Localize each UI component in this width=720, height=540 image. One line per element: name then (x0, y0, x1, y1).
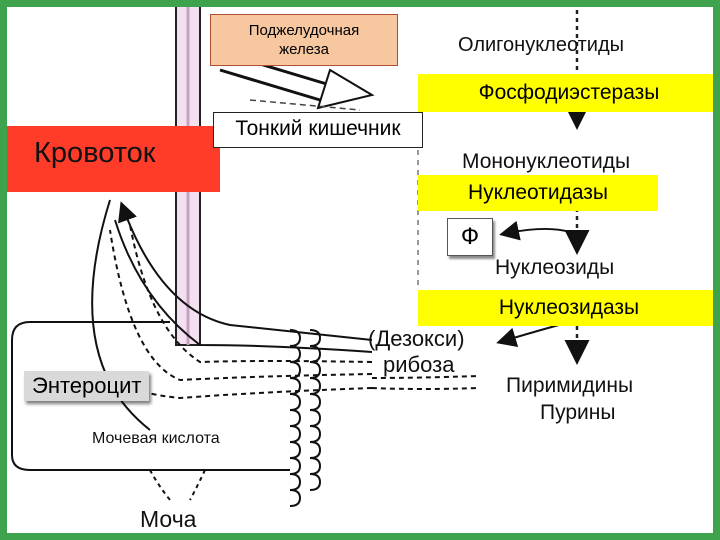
nucleotidases-label: Нуклеотидазы (467, 181, 608, 204)
microvilli (289, 329, 302, 507)
purines-label: Пурины (540, 401, 616, 424)
phosphate-label: Ф (460, 223, 480, 250)
urine-label: Моча (140, 506, 197, 532)
phosphate-box: Ф (447, 218, 493, 256)
nucleosides-label: Нуклеозиды (495, 256, 615, 279)
nucleotidases-box: Нуклеотидазы (418, 175, 658, 211)
mononucleotides-label: Мононуклеотиды (462, 150, 631, 173)
nucleosidases-label: Нуклеозидазы (498, 296, 640, 319)
phosphodiesterases-box: Фосфодиэстеразы (418, 74, 720, 112)
nucleosidases-box: Нуклеозидазы (418, 290, 720, 326)
bloodstream-label: Кровоток (34, 137, 156, 169)
pyrimidines-label: Пиримидины (506, 374, 634, 397)
oligonucleotides-label: Олигонуклеотиды (458, 34, 625, 56)
deoxyribose-label-1: (Дезокси) (368, 326, 465, 351)
enterocyte-label: Энтероцит (24, 371, 150, 401)
uric-acid-label: Мочевая кислота (92, 430, 220, 447)
small-intestine-label: Тонкий кишечник (235, 117, 401, 140)
small-intestine-box: Тонкий кишечник (213, 112, 423, 148)
bloodstream-box: Кровоток (0, 126, 220, 192)
enterocyte-outline (11, 321, 290, 471)
phosphodiesterases-label: Фосфодиэстеразы (478, 81, 660, 104)
deoxyribose-label-2: рибоза (383, 352, 455, 377)
